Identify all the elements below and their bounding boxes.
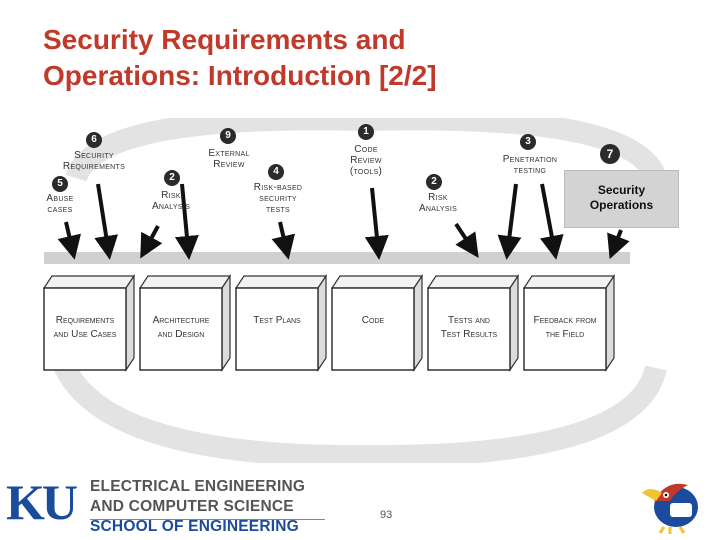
step-badge-3: 3: [520, 134, 536, 150]
step-badge-6: 6: [86, 132, 102, 148]
step-badge-5: 5: [52, 176, 68, 192]
step-badge-9: 9: [220, 128, 236, 144]
box-tests: [426, 274, 520, 372]
ku-logo: KU: [6, 474, 78, 530]
slide-title: Security Requirements and Operations: In…: [43, 22, 643, 94]
step-badge-2: 2: [164, 170, 180, 186]
cycle-arrow-top: [65, 118, 667, 183]
step-badge-4: 4: [268, 164, 284, 180]
page-number: 93: [380, 509, 393, 521]
dept-line-1: ELECTRICAL ENGINEERING: [90, 478, 306, 495]
footer-divider: [90, 519, 325, 520]
box-test-plans: [234, 274, 328, 372]
step-badge-2b: 2: [426, 174, 442, 190]
box-label-architecture: Architecture and Design: [152, 315, 210, 340]
timeline-bar: [44, 252, 630, 264]
arrow-security-requirements: [94, 183, 119, 260]
label-risk-analysis-2: Risk Analysis: [418, 192, 458, 214]
security-operations-box: Security Operations: [564, 170, 679, 228]
jayhawk-mascot-icon: [642, 483, 698, 534]
box-label-feedback: Feedback from the Field: [533, 315, 597, 340]
step-badge-7: 7: [600, 144, 620, 164]
label-abuse-cases: Abuse cases: [46, 193, 74, 215]
arrow-penetration-testing-1: [497, 183, 522, 260]
box-label-code: Code: [361, 315, 385, 326]
label-security-requirements: Security Requirements: [62, 150, 126, 172]
title-line-2: Operations: Introduction [2/2]: [43, 60, 437, 91]
slide-footer: KU ELECTRICAL ENGINEERING AND COMPUTER S…: [0, 463, 720, 540]
department-name: ELECTRICAL ENGINEERING AND COMPUTER SCIE…: [90, 477, 305, 537]
label-risk-based-tests: Risk-based security tests: [253, 182, 303, 215]
diagram-graphics: [42, 118, 667, 463]
box-label-tests: Tests and Test Results: [440, 315, 498, 340]
arrow-abuse-cases: [57, 221, 81, 260]
box-code: [330, 274, 424, 372]
box-label-test-plans: Test Plans: [253, 315, 301, 326]
arrow-penetration-testing-2: [539, 183, 564, 260]
dept-line-2: AND COMPUTER SCIENCE: [90, 498, 294, 515]
box-label-requirements: Requirements and Use Cases: [53, 315, 117, 340]
box-feedback: [522, 274, 616, 372]
box-requirements: [42, 274, 136, 372]
label-code-review: Code Review (tools): [349, 144, 383, 177]
label-penetration-testing: Penetration testing: [502, 154, 558, 176]
arrow-risk-analysis-2: [454, 222, 479, 258]
arrow-code-review: [364, 187, 389, 260]
sdlc-touchpoints-diagram: 6 Security Requirements 5 Abuse cases 2 …: [36, 118, 685, 463]
box-architecture: [138, 274, 232, 372]
cycle-arrow-bottom: [50, 353, 667, 463]
label-external-review: External Review: [208, 148, 250, 170]
arrow-risk-analysis-1: [140, 225, 163, 259]
step-badge-1: 1: [358, 124, 374, 140]
arrow-security-operations: [607, 229, 630, 260]
title-line-1: Security Requirements and: [43, 24, 406, 55]
arrow-external-review: [174, 183, 199, 260]
dept-line-3: SCHOOL OF ENGINEERING: [90, 518, 299, 535]
arrow-risk-based-tests: [271, 221, 295, 260]
label-risk-analysis-1: Risk Analysis: [151, 190, 191, 212]
